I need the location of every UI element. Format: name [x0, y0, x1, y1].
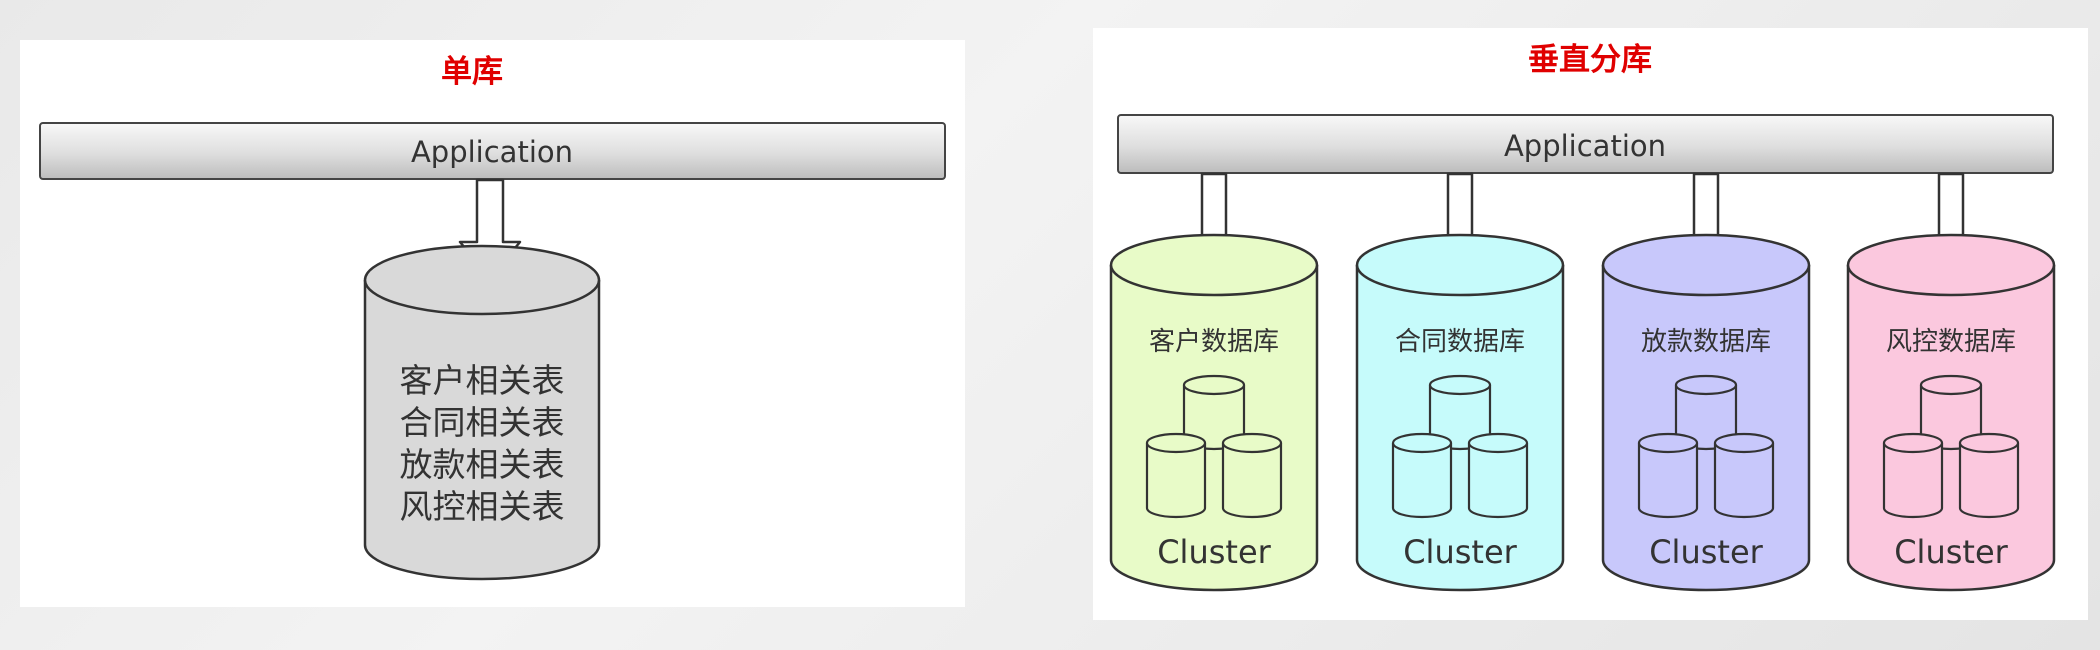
- vertical-database: 客户数据库 Cluster: [1109, 172, 1319, 592]
- right-panel: 垂直分库 Application 客户数据库 Cluster 合同数据库 Cluste…: [1093, 28, 2088, 620]
- cluster-node-body: [1637, 443, 1699, 519]
- db-table-line: 风控相关表: [400, 487, 565, 526]
- db-table-line: 客户相关表: [400, 361, 565, 400]
- cluster-node-body: [1145, 443, 1207, 519]
- single-database-body: [363, 280, 601, 581]
- cluster-node-icon: [1882, 432, 1944, 519]
- cluster-node-body: [1391, 443, 1453, 519]
- application-bar-shape: [1117, 114, 2054, 174]
- left-panel: 单库 Application 客户相关表 合同相关表 放款相关表 风控相关表: [20, 40, 965, 607]
- cluster-node-icon: [1182, 374, 1246, 451]
- cluster-node-icon: [1958, 432, 2020, 519]
- cluster-node-icon: [1637, 432, 1699, 519]
- left-panel-title: 单库: [441, 54, 503, 90]
- cluster-node-icon: [1221, 432, 1283, 519]
- cluster-node-icon: [1145, 432, 1207, 519]
- cluster-node-top: [1145, 432, 1207, 454]
- cluster-node-icon: [1391, 432, 1453, 519]
- right-application-bar: Application: [1117, 114, 2054, 174]
- application-label: Application: [411, 135, 573, 169]
- cluster-label: Cluster: [1894, 533, 2008, 571]
- database-cylinder-top: [1355, 233, 1565, 297]
- right-panel-title: 垂直分库: [1528, 42, 1652, 78]
- cluster-node-body: [1882, 443, 1944, 519]
- cluster-node-top: [1713, 432, 1775, 454]
- cluster-label: Cluster: [1403, 533, 1517, 571]
- database-name: 合同数据库: [1395, 327, 1525, 357]
- database-group: 客户数据库Cluster合同数据库Cluster放款数据库Cluster风控数据…: [1109, 172, 2056, 592]
- db-table-line: 放款相关表: [400, 445, 565, 484]
- cluster-node-top: [1182, 374, 1246, 396]
- cluster-node-icon: [1467, 432, 1529, 519]
- cluster-node-icon: [1713, 432, 1775, 519]
- cluster-node-top: [1391, 432, 1453, 454]
- database-cylinder-top: [1846, 233, 2056, 297]
- cluster-node-body: [1713, 443, 1775, 519]
- database-name: 客户数据库: [1149, 327, 1279, 357]
- cluster-node-top: [1467, 432, 1529, 454]
- single-database: 客户相关表 合同相关表 放款相关表 风控相关表: [363, 244, 601, 581]
- vertical-database: 风控数据库 Cluster: [1846, 172, 2056, 592]
- vertical-database: 放款数据库 Cluster: [1601, 172, 1811, 592]
- cluster-node-top: [1958, 432, 2020, 454]
- left-application-bar: Application: [39, 122, 946, 180]
- vertical-database: 合同数据库 Cluster: [1355, 172, 1565, 592]
- cluster-label: Cluster: [1157, 533, 1271, 571]
- cluster-node-top: [1221, 432, 1283, 454]
- cluster-node-top: [1428, 374, 1492, 396]
- cluster-node-top: [1637, 432, 1699, 454]
- application-label: Application: [1504, 129, 1666, 163]
- cluster-node-body: [1221, 443, 1283, 519]
- single-database-top: [363, 244, 601, 316]
- db-table-line: 合同相关表: [400, 403, 565, 442]
- database-name: 放款数据库: [1641, 327, 1771, 357]
- database-cylinder-top: [1109, 233, 1319, 297]
- cluster-node-body: [1467, 443, 1529, 519]
- database-name: 风控数据库: [1886, 327, 2016, 357]
- cluster-node-top: [1674, 374, 1738, 396]
- cluster-label: Cluster: [1649, 533, 1763, 571]
- database-cylinder-top: [1601, 233, 1811, 297]
- cluster-node-top: [1882, 432, 1944, 454]
- cluster-node-top: [1919, 374, 1983, 396]
- cluster-node-body: [1958, 443, 2020, 519]
